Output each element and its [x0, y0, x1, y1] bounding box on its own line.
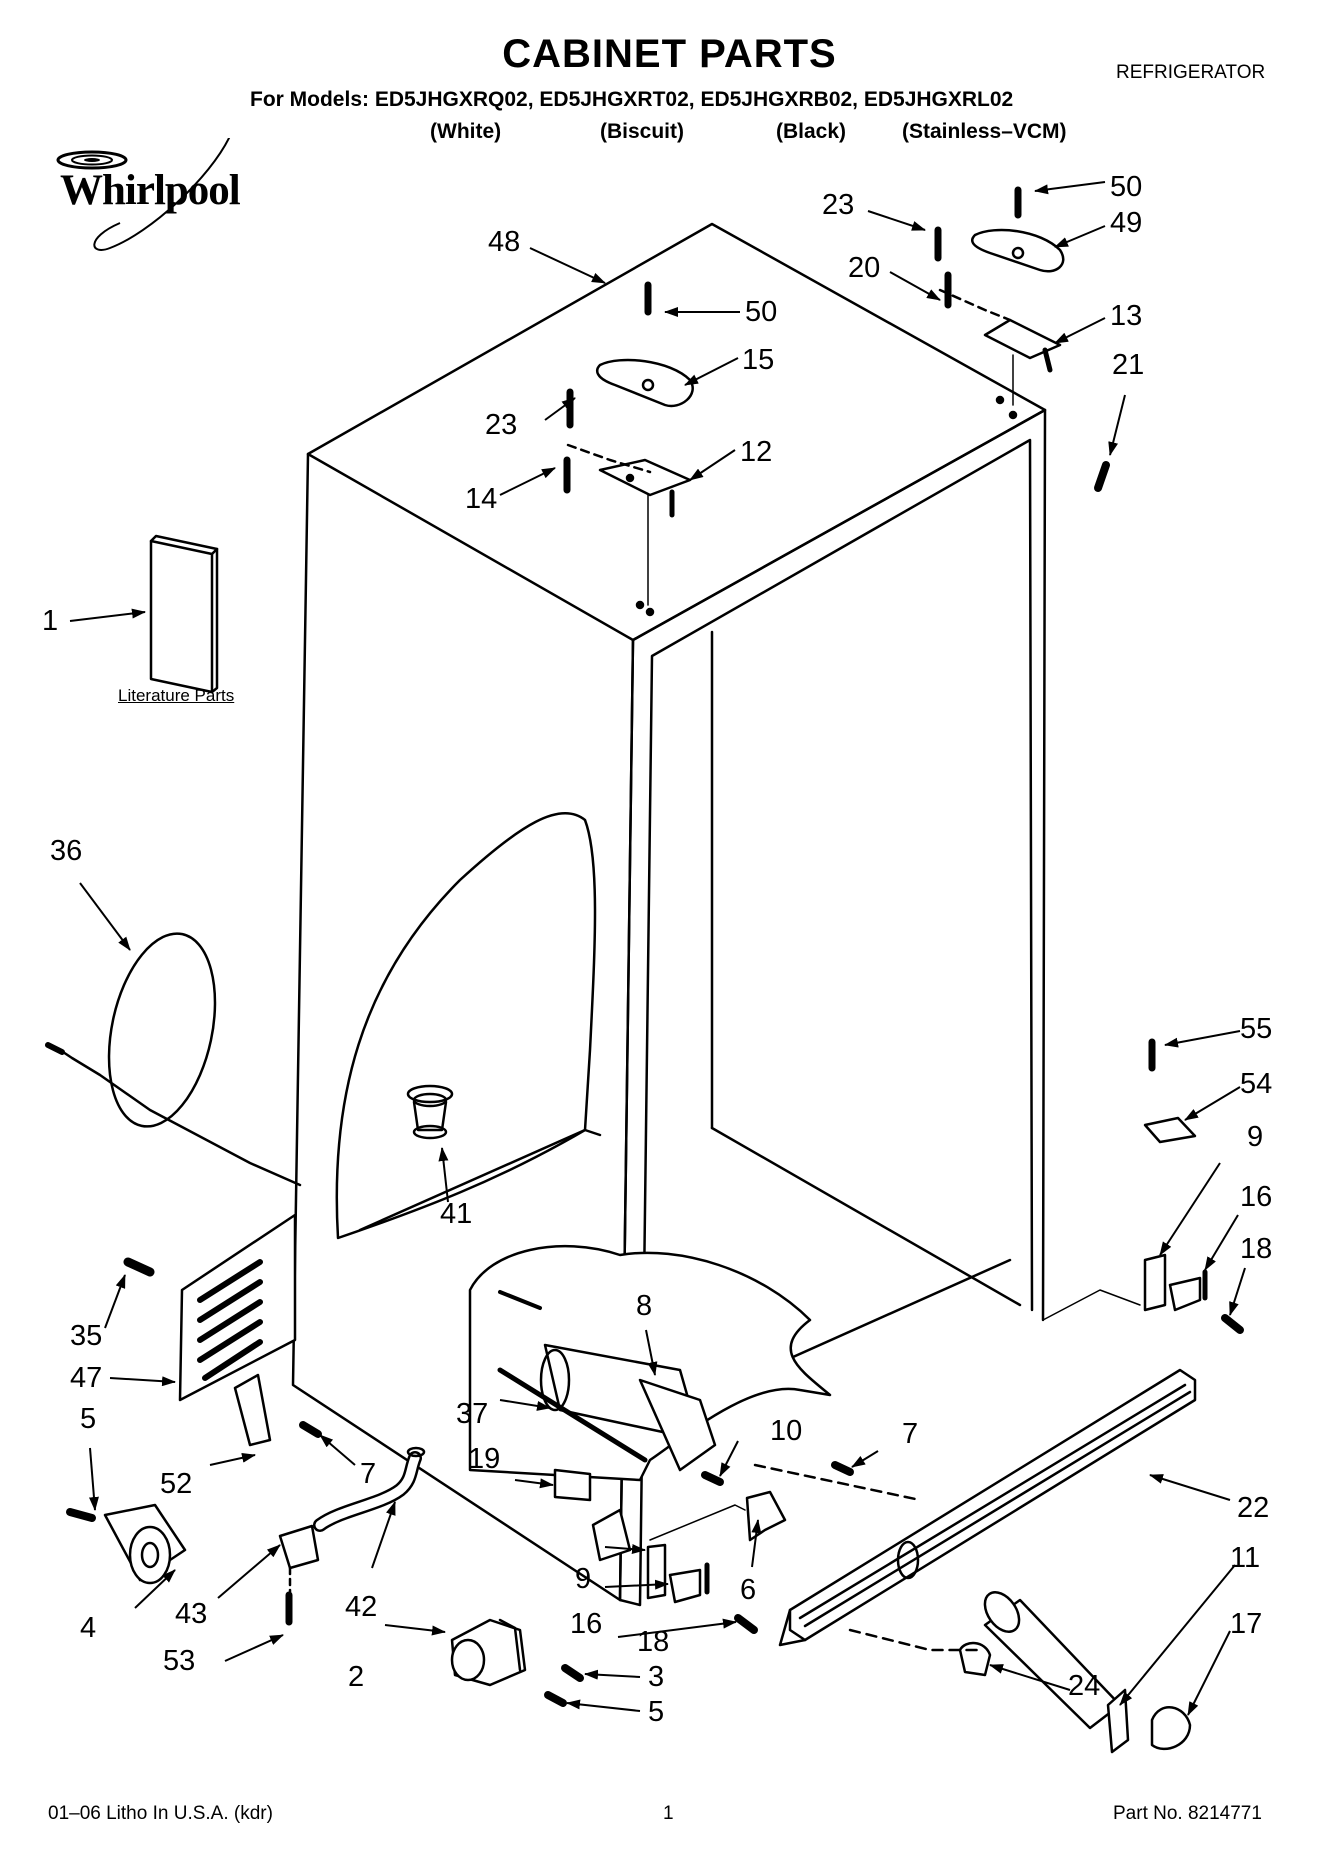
callout-5: 5: [80, 1403, 97, 1435]
clip-6: [745, 1490, 787, 1542]
shim-9-right: [1143, 1253, 1167, 1312]
screw-7-left: [299, 1421, 322, 1438]
callout-5: 5: [648, 1696, 665, 1728]
bracket-54: [1143, 1116, 1197, 1144]
callout-15: 15: [742, 344, 775, 376]
bracket-52: [233, 1373, 272, 1447]
cutaway-rear-wall: [335, 811, 597, 1240]
screw-18-center: [734, 1614, 758, 1634]
callout-21: 21: [1112, 349, 1145, 381]
callout-7: 7: [902, 1418, 919, 1450]
hinge-cover-49: [971, 228, 1065, 273]
part-number: Part No. 8214771: [1113, 1803, 1262, 1824]
block-19: [553, 1468, 592, 1502]
cabinet-48: [291, 222, 1047, 1607]
callout-11: 11: [1230, 1542, 1261, 1574]
callout-49: 49: [1110, 207, 1143, 239]
hinge-cover-15: [596, 358, 694, 408]
callout-18: 18: [637, 1626, 670, 1658]
literature-parts-label: Literature Parts: [118, 686, 235, 705]
callout-9: 9: [575, 1563, 592, 1595]
whirlpool-logo-text: Whirlpool: [60, 167, 241, 214]
callout-18: 18: [1240, 1233, 1273, 1265]
clamp-43: [278, 1524, 320, 1570]
callout-4: 4: [80, 1612, 97, 1644]
screw-3: [561, 1664, 584, 1682]
callout-13: 13: [1110, 300, 1143, 332]
callout-2: 2: [348, 1661, 365, 1693]
callout-50: 50: [745, 296, 778, 328]
screw-10: [701, 1471, 724, 1486]
callout-6: 6: [740, 1574, 757, 1606]
callout-16: 16: [1240, 1181, 1273, 1213]
toe-grille-22: [778, 1368, 1197, 1647]
drain-hose-42: [313, 1446, 426, 1532]
drain-fitting-41: [406, 1084, 454, 1140]
rod-37: [497, 1367, 648, 1463]
callout-43: 43: [175, 1598, 208, 1630]
callout-55: 55: [1240, 1013, 1273, 1045]
callout-50: 50: [1110, 171, 1143, 203]
screw-7-right: [831, 1461, 854, 1476]
callout-52: 52: [160, 1468, 193, 1500]
callout-1: 1: [42, 605, 59, 637]
filter-cap-24: [958, 1641, 992, 1677]
water-filter-11: [983, 1591, 1130, 1754]
callout-22: 22: [1237, 1492, 1270, 1524]
hinge-16-right: [1168, 1276, 1202, 1312]
water-tube-8: [539, 1343, 717, 1472]
leveling-roller-4: [103, 1503, 187, 1585]
callout-48: 48: [488, 226, 521, 258]
callout-54: 54: [1240, 1068, 1273, 1100]
rear-panel-47: [178, 1213, 297, 1402]
screw-35: [123, 1257, 155, 1277]
footer-litho: 01–06 Litho In U.S.A. (kdr): [48, 1803, 273, 1824]
screw-5-left: [66, 1508, 96, 1522]
callout-42: 42: [345, 1591, 378, 1623]
screw-5-center: [544, 1691, 567, 1707]
screw-18-right: [1221, 1314, 1244, 1334]
callout-10: 10: [770, 1415, 803, 1447]
callout-23: 23: [485, 409, 518, 441]
filter-cap-17: [1150, 1706, 1192, 1751]
callout-24: 24: [1068, 1670, 1101, 1702]
appliance-type: REFRIGERATOR: [1116, 62, 1266, 83]
whirlpool-logo-swirl: [56, 138, 231, 251]
callout-7: 7: [360, 1458, 377, 1490]
callout-14: 14: [465, 483, 498, 515]
callout-3: 3: [648, 1661, 665, 1693]
callout-20: 20: [848, 252, 881, 284]
front-roller-2: [450, 1618, 527, 1687]
page-number: 1: [663, 1803, 674, 1824]
variant-biscuit: (Biscuit): [600, 120, 684, 143]
callout-37: 37: [456, 1398, 489, 1430]
shim-9-center: [646, 1543, 667, 1600]
pin-21: [1094, 461, 1110, 492]
callout-23: 23: [822, 189, 855, 221]
callout-36: 36: [50, 835, 83, 867]
variant-stainless: (Stainless–VCM): [902, 120, 1067, 143]
callout-47: 47: [70, 1362, 103, 1394]
callout-41: 41: [440, 1198, 473, 1230]
callout-17: 17: [1230, 1608, 1263, 1640]
callout-8: 8: [636, 1290, 653, 1322]
variant-white: (White): [430, 120, 502, 143]
page-title: CABINET PARTS: [502, 32, 837, 76]
callout-35: 35: [70, 1320, 103, 1352]
callout-9: 9: [1247, 1121, 1264, 1153]
callout-16: 16: [570, 1608, 603, 1640]
variant-black: (Black): [776, 120, 847, 143]
callout-12: 12: [740, 436, 773, 468]
literature-parts-1: [149, 534, 219, 694]
models-line: For Models: ED5JHGXRQ02, ED5JHGXRT02, ED…: [250, 88, 1014, 111]
water-line-36: [45, 932, 302, 1187]
hinge-16-center: [668, 1568, 702, 1604]
callout-53: 53: [163, 1645, 196, 1677]
callout-19: 19: [468, 1443, 501, 1475]
top-hinge-13: [983, 318, 1062, 373]
